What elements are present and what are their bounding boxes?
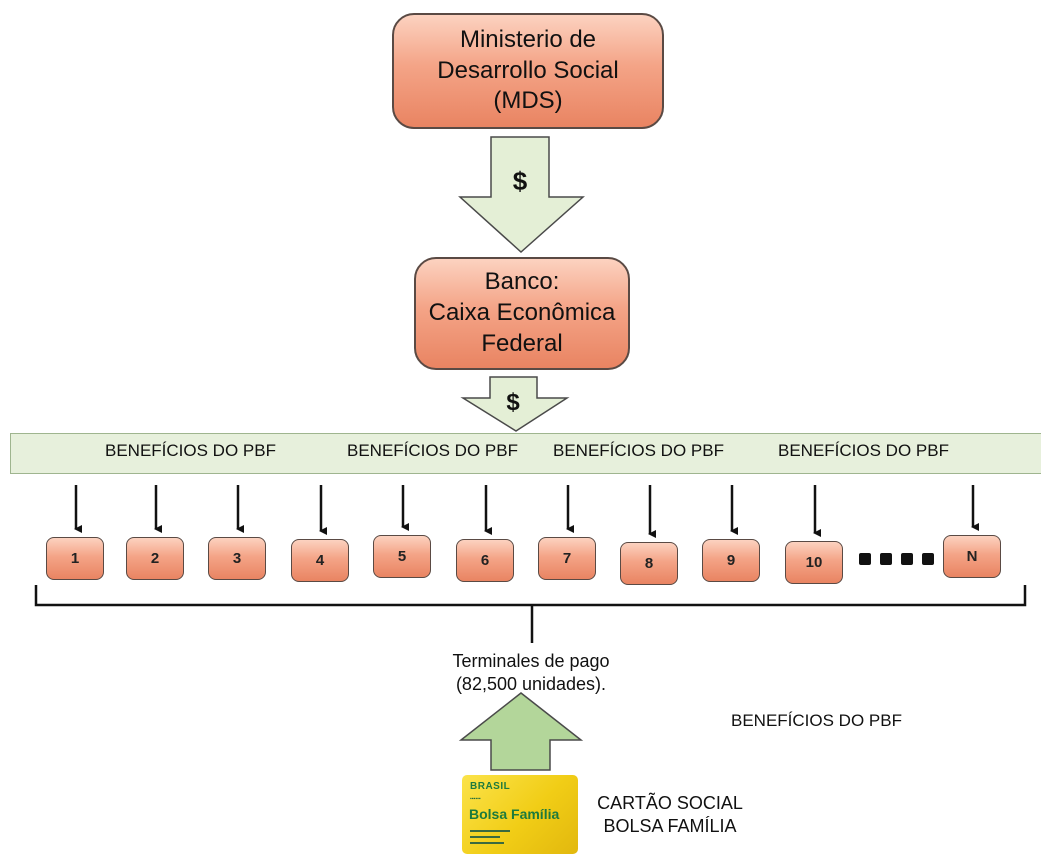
bank-line-3: Federal (481, 329, 563, 357)
terminals-caption: Terminales de pago (82,500 unidades). (419, 650, 643, 697)
card-line (470, 842, 504, 844)
ministry-line-1: Ministerio de (459, 25, 597, 53)
ministry-line-3: (MDS) (493, 87, 563, 115)
bank-box: Banco: Caixa Econômica Federal (414, 257, 630, 370)
terminal-box-9: 9 (702, 539, 760, 582)
terminals-caption-line-1: Terminales de pago (452, 651, 610, 671)
terminal-box-5: 5 (373, 535, 431, 578)
terminals-caption-line-2: (82,500 unidades). (455, 674, 607, 695)
terminal-box-2: 2 (126, 537, 184, 580)
flow-arrow-2-symbol: $ (506, 389, 520, 416)
band-label-3: BENEFÍCIOS DO PBF (553, 441, 724, 460)
terminal-box-7: 7 (538, 537, 596, 580)
dot (880, 553, 892, 565)
flow-arrow-1-symbol: $ (513, 166, 528, 196)
terminal-box-10: 10 (785, 541, 843, 584)
terminal-arrows (74, 485, 979, 538)
terminal-box-1: 1 (46, 537, 104, 580)
card-line (470, 836, 500, 838)
dot (922, 553, 934, 565)
terminal-box-3: 3 (208, 537, 266, 580)
bank-line-1: Banco: (484, 268, 560, 296)
flow-arrow-2 (460, 376, 570, 432)
terminal-box-4: 4 (291, 539, 349, 582)
ministry-box: Ministerio de Desarrollo Social (MDS) (392, 13, 664, 129)
terminal-box-6: 6 (456, 539, 514, 582)
card-arrow-up (458, 692, 584, 771)
ministry-line-2: Desarrollo Social (437, 56, 619, 84)
terminal-box-8: 8 (620, 542, 678, 585)
card-caption-line-1: CARTÃO SOCIAL (597, 793, 743, 813)
card-caption: CARTÃO SOCIAL BOLSA FAMÍLIA (592, 792, 748, 839)
dot (859, 553, 871, 565)
band-label-1: BENEFÍCIOS DO PBF (105, 441, 276, 460)
terminals-brace (34, 585, 1027, 643)
card-brand: BRASIL (470, 781, 511, 792)
side-benefits-label: BENEFÍCIOS DO PBF (731, 711, 902, 730)
more-terminals-dots (859, 553, 934, 565)
card-caption-line-2: BOLSA FAMÍLIA (603, 816, 737, 837)
card-program-name: Bolsa Família (469, 806, 560, 822)
card-line (470, 830, 510, 832)
bank-line-2: Caixa Econômica (428, 299, 616, 327)
bolsa-familia-card: BRASIL ▪▪▪▪▪▪ Bolsa Família (462, 775, 578, 854)
band-label-4: BENEFÍCIOS DO PBF (778, 441, 949, 460)
band-label-2: BENEFÍCIOS DO PBF (347, 441, 518, 460)
flow-arrow-1 (458, 136, 585, 254)
dot (901, 553, 913, 565)
benefits-band (10, 433, 1041, 474)
card-subtitle-mark: ▪▪▪▪▪▪ (470, 796, 481, 802)
terminal-box-n: N (943, 535, 1001, 578)
